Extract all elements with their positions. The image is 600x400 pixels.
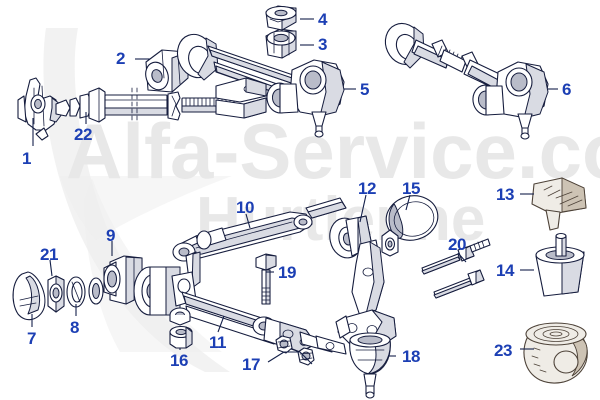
callout-22[interactable]: 22 [74,125,92,144]
callout-4[interactable]: 4 [318,10,327,29]
callout-7[interactable]: 7 [27,329,36,348]
part-18-ball-joint [349,332,391,399]
part-16-washer-and-nut [169,307,193,349]
callout-14[interactable]: 14 [496,261,514,280]
callout-13[interactable]: 13 [496,185,514,204]
watermark-primary: Alfa-Service.com [66,107,600,195]
callout-9[interactable]: 9 [106,226,115,245]
callout-18[interactable]: 18 [402,347,420,366]
part-6-tie-rod-end-assembly [384,22,549,140]
callout-19[interactable]: 19 [278,263,296,282]
part-21-hex-nut [47,275,65,313]
callout-2[interactable]: 2 [116,49,125,68]
callout-8[interactable]: 8 [70,318,79,337]
part-8-washers [66,276,104,308]
leader-lines [31,18,558,365]
callout-15[interactable]: 15 [402,179,420,198]
part-7-dust-cap [12,271,46,321]
callout-16[interactable]: 16 [170,351,188,370]
part-11-lower-wishbone [133,266,347,355]
part-15-dust-shield [381,195,439,257]
callout-23[interactable]: 23 [494,341,512,360]
callout-6[interactable]: 6 [562,80,571,99]
part-4-castle-nut [265,5,297,31]
part-23-rubber-bushing-bowl [523,322,588,384]
callout-3[interactable]: 3 [318,35,327,54]
part-19-bolt [255,253,277,305]
part-2-bushing-sleeve [145,49,189,93]
callout-17[interactable]: 17 [242,355,260,374]
callout-11[interactable]: 11 [209,333,226,352]
part-22-tie-rod-shaft [88,87,235,123]
part-5-upper-control-arm [176,33,345,138]
callout-21[interactable]: 21 [40,245,58,264]
callout-20[interactable]: 20 [448,235,466,254]
callout-10[interactable]: 10 [236,198,254,217]
callout-1[interactable]: 1 [22,149,31,168]
callout-5[interactable]: 5 [360,80,369,99]
part-17-small-nuts [275,335,315,366]
part-10-upper-wishbone [172,197,347,289]
part-13-bump-stop-wedge [531,177,587,231]
part-14-rubber-mount [535,232,585,297]
part-1-steering-drop-arm [17,77,93,141]
callout-12[interactable]: 12 [358,179,376,198]
